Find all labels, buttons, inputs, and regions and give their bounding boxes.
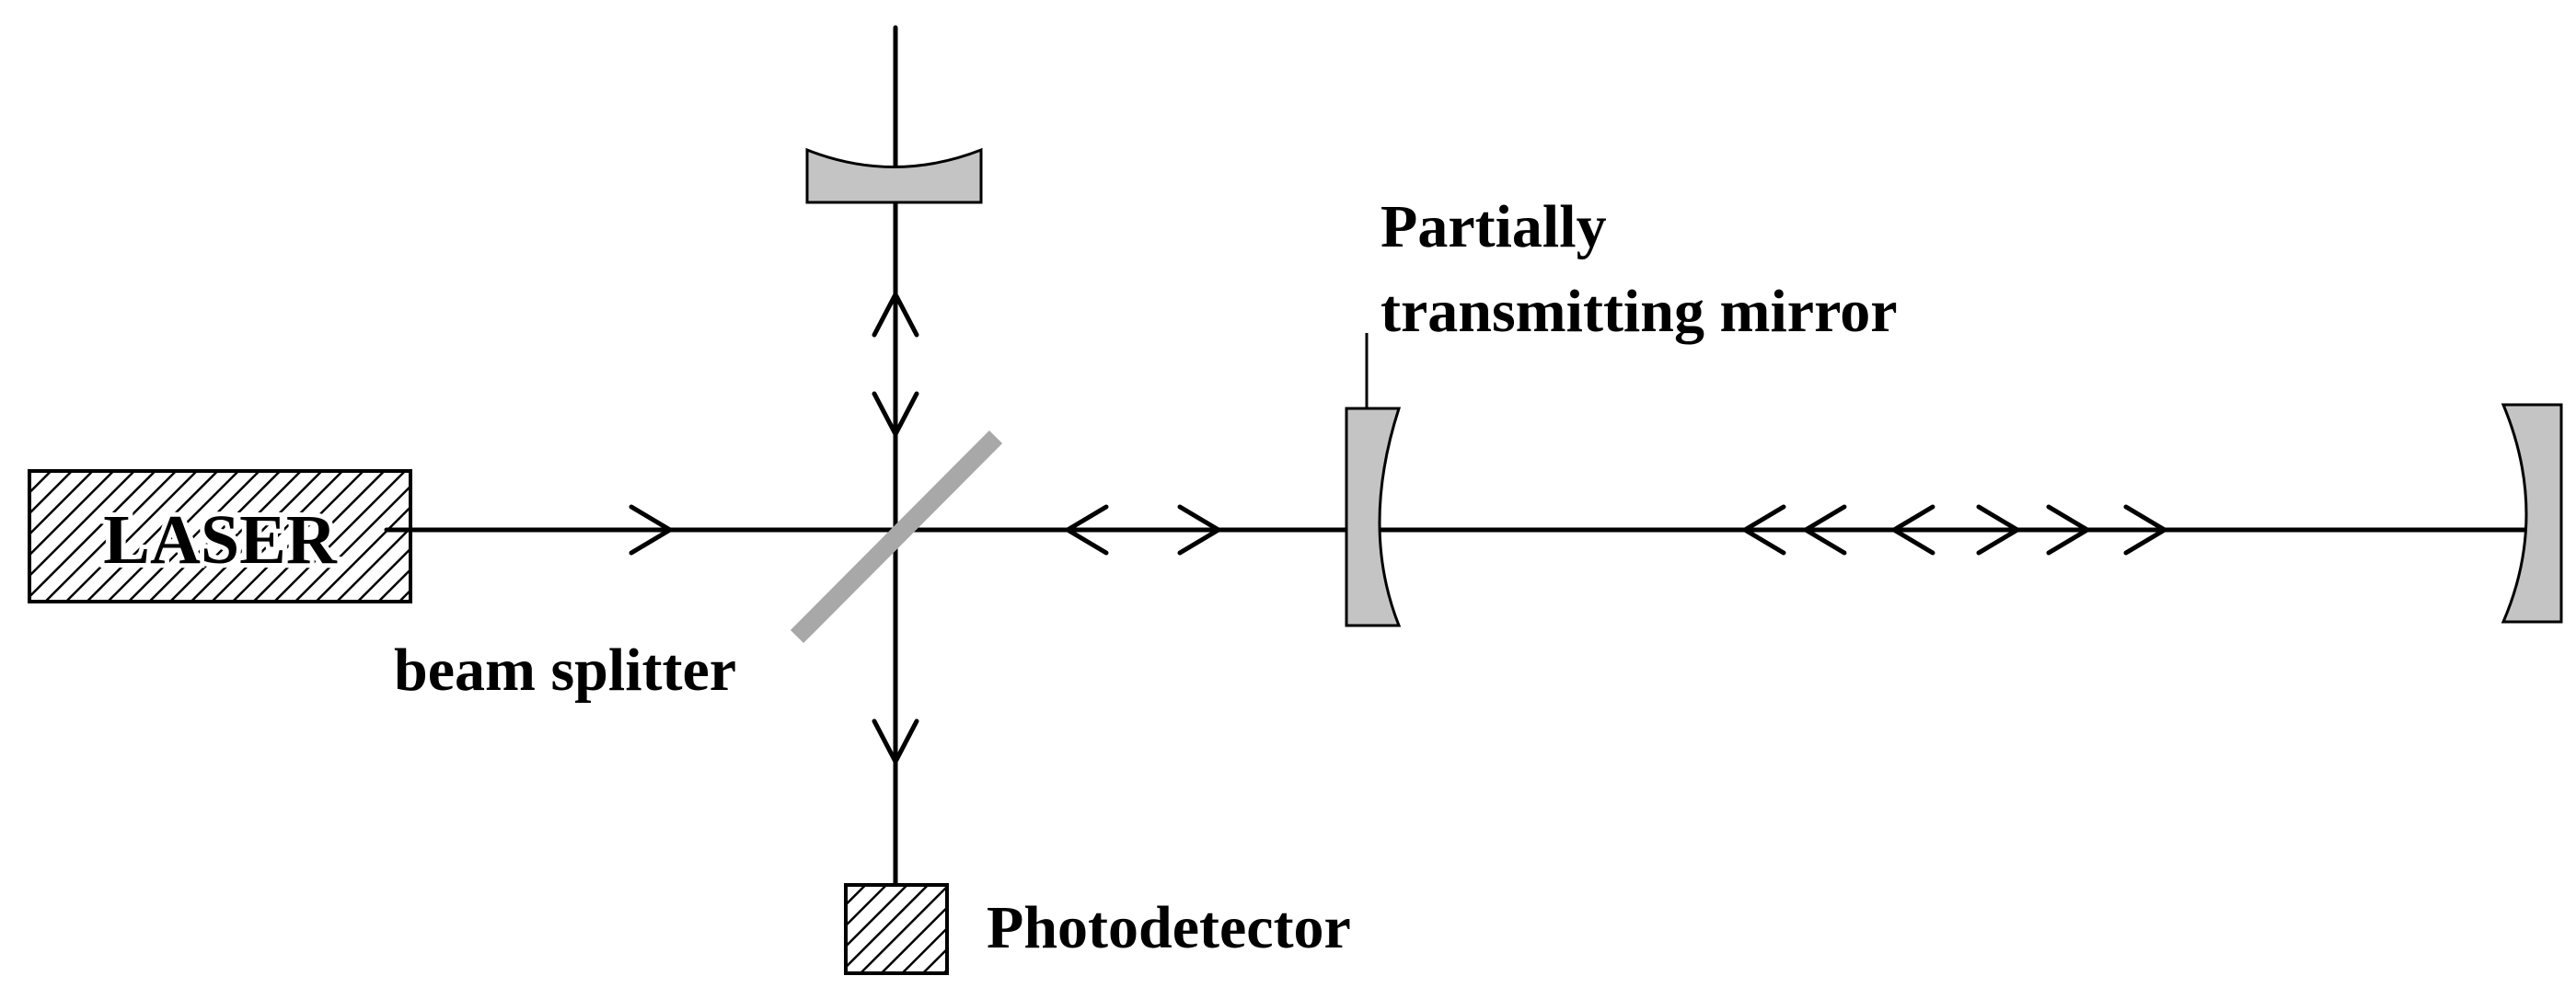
arrow-left-icon bbox=[1742, 504, 1786, 556]
laser-source: LASER bbox=[28, 469, 412, 603]
laser-label: LASER bbox=[103, 501, 338, 579]
beam-splitter-label: beam splitter bbox=[394, 637, 736, 704]
arrow-right-icon bbox=[629, 504, 673, 556]
arrow-right-icon bbox=[1177, 504, 1221, 556]
arrow-up-icon bbox=[872, 292, 919, 338]
partial-mirror-label-line2: transmitting mirror bbox=[1380, 278, 1897, 345]
arrow-right-icon bbox=[1976, 504, 2020, 556]
end-mirror bbox=[2501, 403, 2563, 624]
partially-transmitting-mirror bbox=[1345, 407, 1402, 627]
arrow-left-icon bbox=[1891, 504, 1935, 556]
arrow-left-icon bbox=[1065, 504, 1109, 556]
arrow-right-icon bbox=[2123, 504, 2167, 556]
arrow-down-icon bbox=[872, 391, 919, 437]
beam-splitter bbox=[790, 430, 1003, 644]
partial-mirror-label-line1: Partially bbox=[1380, 193, 1607, 260]
arrow-left-icon bbox=[1803, 504, 1847, 556]
arrow-right-icon bbox=[2046, 504, 2090, 556]
photodetector bbox=[844, 883, 949, 975]
photodetector-label: Photodetector bbox=[987, 894, 1351, 961]
arrow-down-icon bbox=[872, 718, 919, 764]
reference-mirror bbox=[805, 147, 983, 204]
